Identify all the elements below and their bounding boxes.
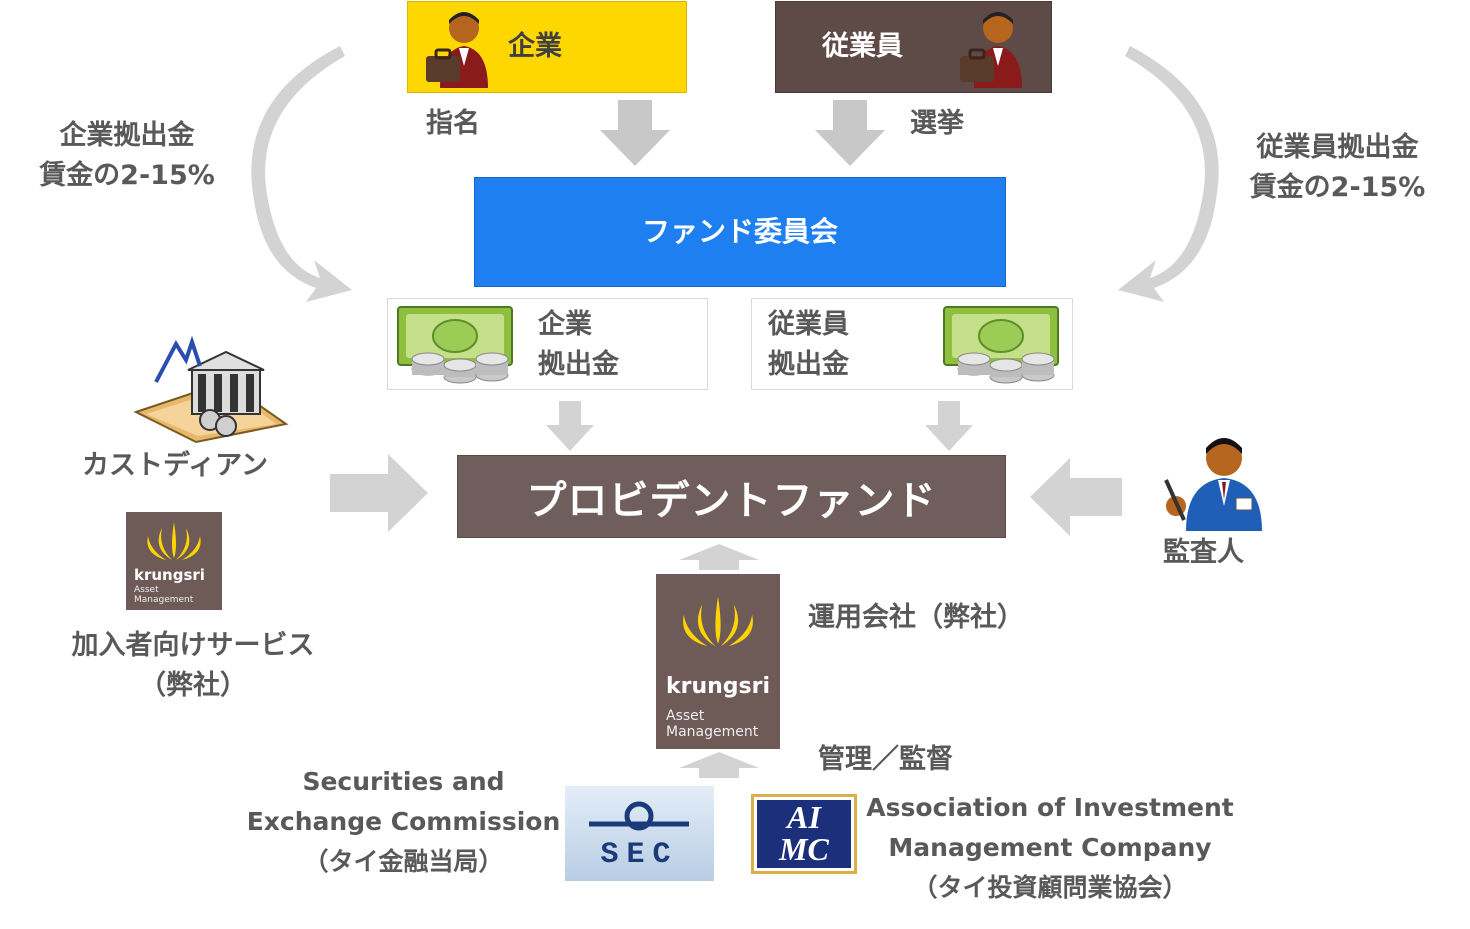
down-arrow-icon bbox=[546, 401, 594, 451]
company-contribution-line1: 企業拠出金 bbox=[59, 120, 195, 151]
fund-committee-label: ファンド委員会 bbox=[641, 215, 838, 248]
sec-emblem-icon bbox=[589, 801, 689, 831]
aimc-line3: （タイ投資顧問業協会） bbox=[912, 873, 1188, 902]
sec-line1: Securities and bbox=[302, 767, 505, 796]
company-label: 企業 bbox=[508, 31, 562, 62]
employee-contribution-label-line2: 拠出金 bbox=[768, 349, 849, 380]
employee-contribution-box: 従業員 拠出金 bbox=[751, 298, 1073, 390]
businessman-icon bbox=[960, 12, 1022, 88]
aimc-logo: AI MC bbox=[751, 794, 857, 874]
company-contribution-line2: 賃金の2-15% bbox=[39, 160, 215, 191]
employee-contribution-text: 従業員拠出金 賃金の2-15% bbox=[1225, 128, 1450, 208]
krungsri-main-sub2: Management bbox=[666, 724, 759, 740]
provident-fund-box: プロビデントファンド bbox=[457, 455, 1006, 538]
company-contribution-box: 企業 拠出金 bbox=[387, 298, 708, 390]
manager-label: 運用会社（弊社） bbox=[808, 602, 1024, 633]
employee-contribution-line2: 賃金の2-15% bbox=[1249, 172, 1426, 203]
krungsri-main-name: krungsri bbox=[666, 674, 771, 699]
curved-arrow-left-icon bbox=[251, 46, 352, 302]
aimc-logo-line1: AI bbox=[787, 799, 821, 835]
krungsri-small-sub1: Asset bbox=[134, 585, 159, 595]
member-services-line2: （弊社） bbox=[139, 670, 247, 701]
sec-line2: Exchange Commission bbox=[246, 807, 561, 836]
money-icon bbox=[943, 306, 1059, 384]
krungsri-emblem-icon bbox=[683, 596, 753, 647]
employee-label: 従業員 bbox=[822, 31, 903, 62]
down-arrow-icon bbox=[600, 100, 670, 166]
aimc-logo-line2: MC bbox=[779, 831, 829, 867]
aimc-line1: Association of Investment bbox=[866, 793, 1234, 822]
up-arrow-icon bbox=[679, 752, 759, 778]
aimc-line2: Management Company bbox=[888, 833, 1212, 862]
left-arrow-icon bbox=[1030, 458, 1122, 536]
company-contribution-label-line1: 企業 bbox=[538, 309, 592, 340]
krungsri-main-logo: krungsri Asset Management bbox=[656, 574, 780, 749]
elect-label: 選挙 bbox=[910, 108, 964, 139]
up-arrow-icon bbox=[679, 544, 759, 570]
member-services-line1: 加入者向けサービス bbox=[71, 630, 315, 661]
nominate-label: 指名 bbox=[426, 108, 480, 139]
sec-text: Securities and Exchange Commission （タイ金融… bbox=[246, 762, 561, 882]
krungsri-small-logo: krungsri Asset Management bbox=[126, 512, 222, 610]
right-arrow-icon bbox=[330, 454, 428, 532]
company-contribution-label-line2: 拠出金 bbox=[538, 349, 619, 380]
employee-contribution-label: 従業員 拠出金 bbox=[768, 305, 849, 385]
curved-arrow-right-icon bbox=[1118, 46, 1219, 302]
supervision-label: 管理／監督 bbox=[818, 744, 953, 775]
krungsri-small-name: krungsri bbox=[134, 566, 205, 584]
money-icon bbox=[397, 306, 513, 384]
sec-line3: （タイ金融当局） bbox=[303, 847, 504, 876]
employee-box: 従業員 bbox=[775, 1, 1052, 93]
member-services-text: 加入者向けサービス （弊社） bbox=[30, 626, 356, 706]
krungsri-small-sub2: Management bbox=[134, 595, 194, 605]
company-contribution-label: 企業 拠出金 bbox=[538, 305, 619, 385]
employee-contribution-label-line1: 従業員 bbox=[768, 309, 849, 340]
down-arrow-icon bbox=[815, 100, 885, 166]
sec-logo-text: SEC bbox=[600, 838, 679, 872]
aimc-logo-inner: AI MC bbox=[757, 800, 851, 868]
auditor-icon bbox=[1164, 438, 1262, 531]
bank-building-icon bbox=[133, 335, 289, 444]
aimc-text: Association of Investment Management Com… bbox=[862, 788, 1238, 908]
businessman-icon bbox=[426, 12, 488, 88]
auditor-label: 監査人 bbox=[1163, 537, 1244, 568]
sec-logo: SEC bbox=[565, 786, 714, 881]
krungsri-main-sub1: Asset bbox=[666, 708, 705, 724]
provident-fund-label: プロビデントファンド bbox=[526, 477, 937, 524]
company-contribution-text: 企業拠出金 賃金の2-15% bbox=[22, 116, 232, 196]
custodian-label: カストディアン bbox=[82, 450, 269, 481]
company-box: 企業 bbox=[407, 1, 687, 93]
employee-contribution-line1: 従業員拠出金 bbox=[1256, 132, 1419, 163]
fund-committee-box: ファンド委員会 bbox=[474, 177, 1006, 287]
krungsri-emblem-icon bbox=[147, 522, 201, 560]
down-arrow-icon bbox=[925, 401, 973, 451]
